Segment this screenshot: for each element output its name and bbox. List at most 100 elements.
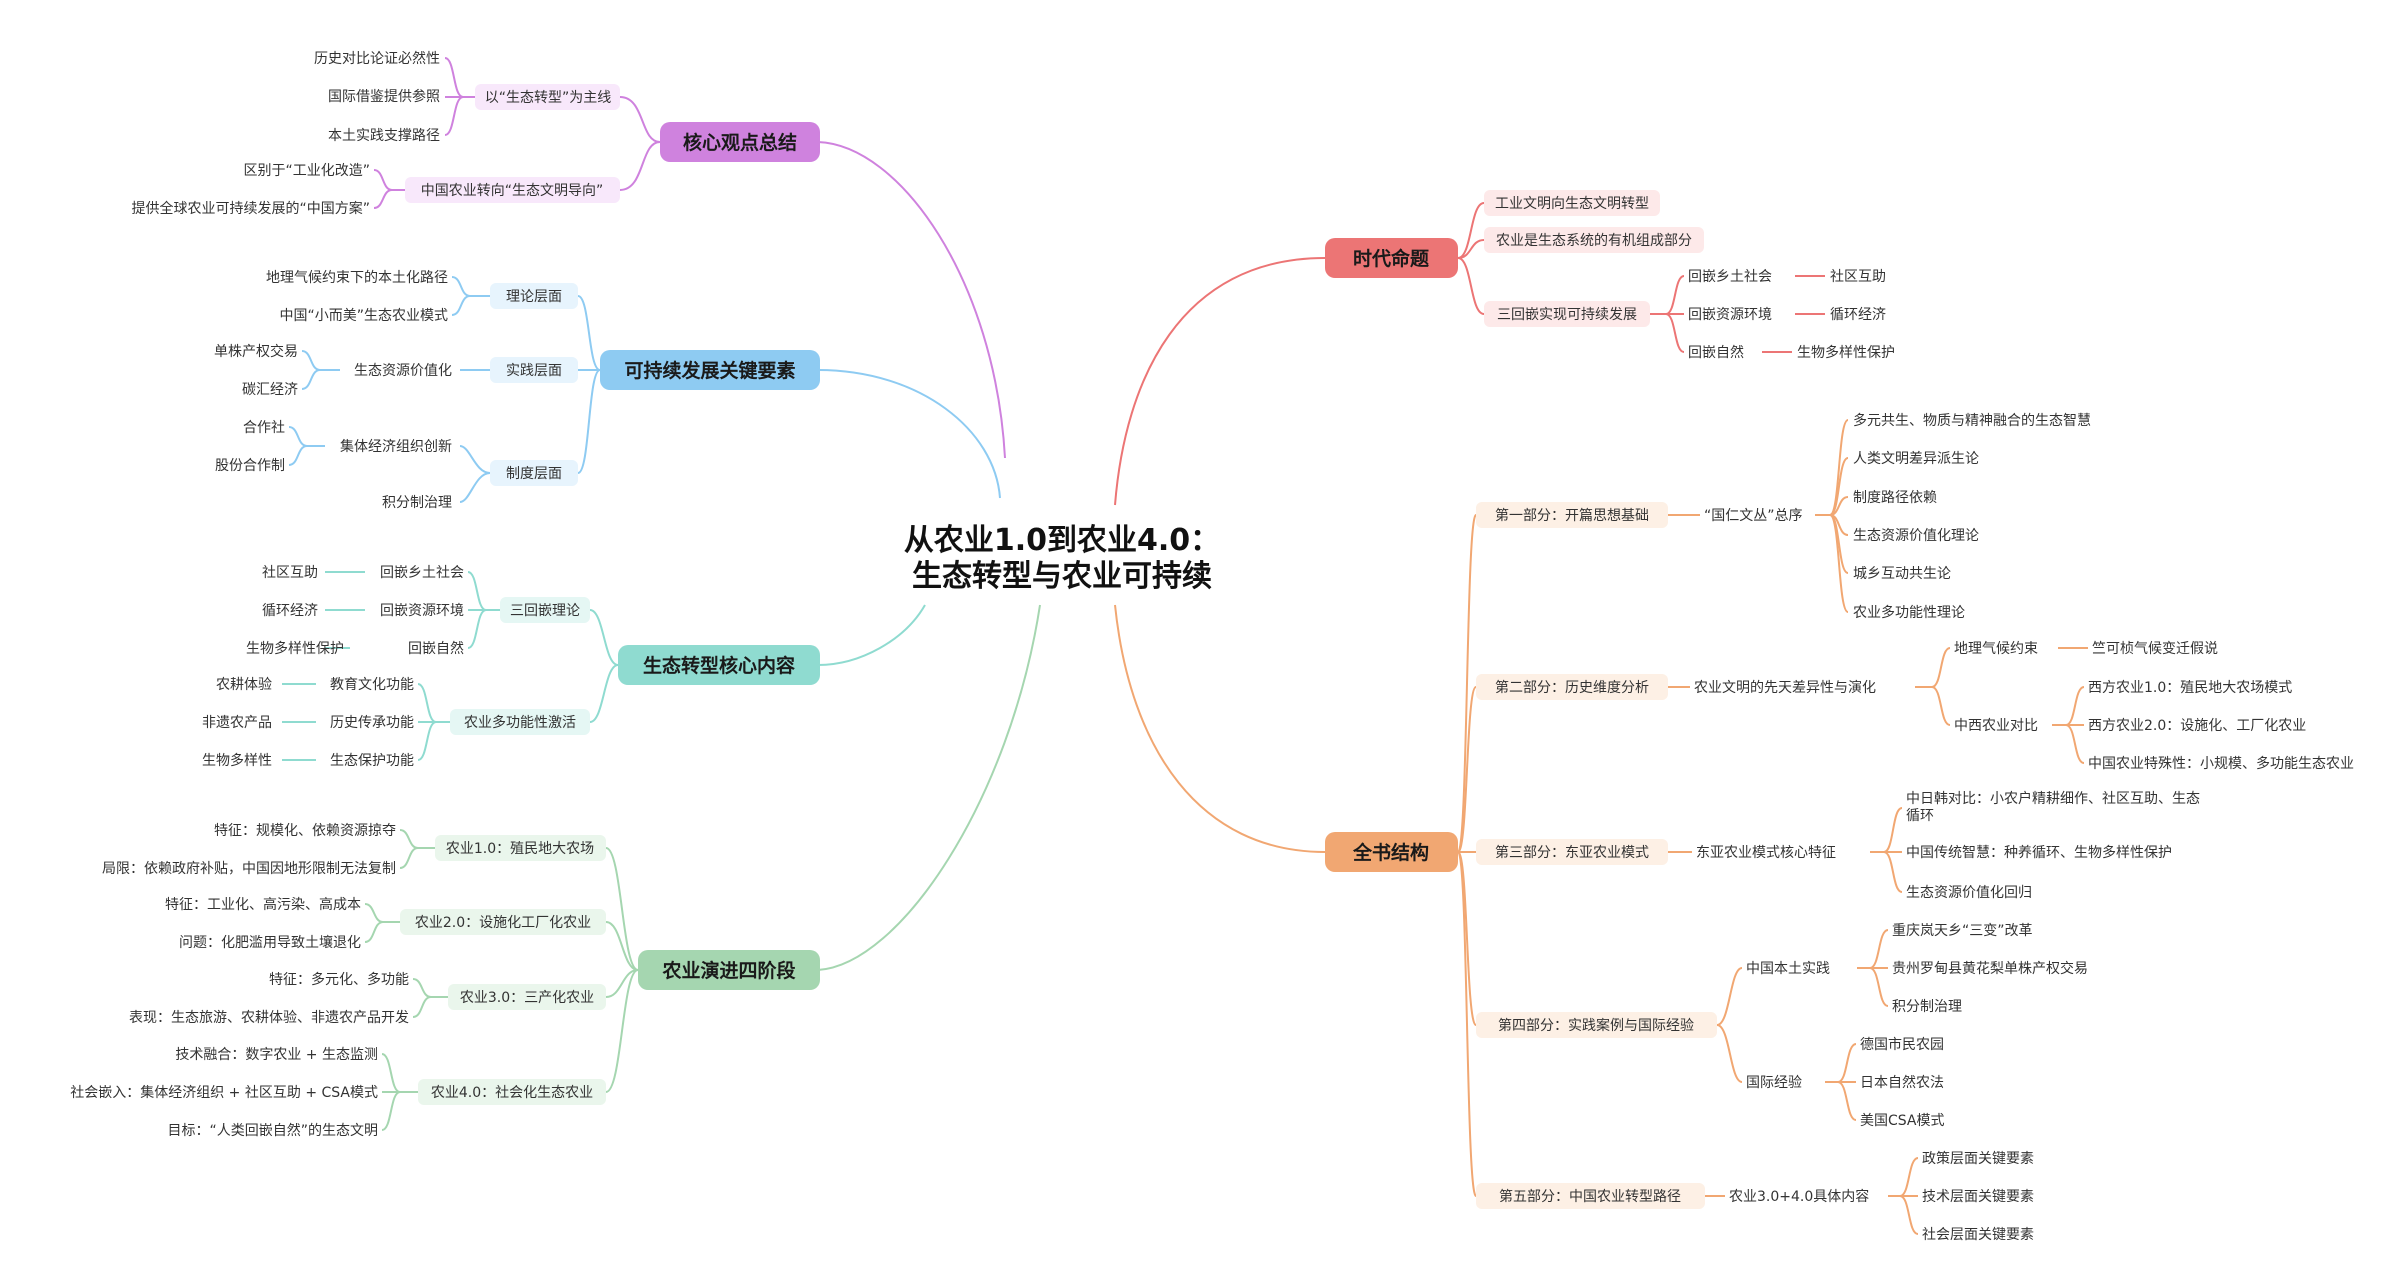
leaf[interactable]: 本土实践支撑路径 <box>328 128 440 144</box>
leaf[interactable]: 循环 <box>1906 808 1934 824</box>
leaf[interactable]: 提供全球农业可持续发展的“中国方案” <box>131 200 370 217</box>
main-topic-book-label: 全书结构 <box>1352 841 1429 864</box>
leaf[interactable]: 局限：依赖政府补贴，中国因地形限制无法复制 <box>102 860 396 877</box>
main-topic-ecocore[interactable]: 生态转型核心内容 <box>618 645 820 685</box>
leaf[interactable]: 积分制治理 <box>1892 999 1962 1015</box>
main-topic-stages[interactable]: 农业演进四阶段 <box>638 950 820 990</box>
leaf[interactable]: 历史对比论证必然性 <box>314 50 440 67</box>
leaf[interactable]: 单株产权交易 <box>214 343 298 360</box>
leaf[interactable]: 农业多功能性理论 <box>1853 604 1965 621</box>
topic-core-mainline[interactable]: 以“生态转型”为主线 <box>485 90 612 106</box>
leaf[interactable]: 积分制治理 <box>382 495 452 511</box>
leaf[interactable]: 教育文化功能 <box>330 677 414 693</box>
topic-part1[interactable]: 第一部分：开篇思想基础 <box>1495 507 1649 524</box>
leaf[interactable]: 循环经济 <box>262 603 318 619</box>
main-topic-book[interactable]: 全书结构 <box>1325 832 1458 872</box>
leaf[interactable]: 人类文明差异派生论 <box>1853 451 1979 467</box>
leaf[interactable]: 政策层面关键要素 <box>1922 1150 2034 1167</box>
main-topic-core[interactable]: 核心观点总结 <box>660 122 820 162</box>
leaf[interactable]: 西方农业2.0：设施化、工厂化农业 <box>2088 718 2306 734</box>
leaf[interactable]: 国际借鉴提供参照 <box>328 88 440 105</box>
leaf[interactable]: 德国市民农园 <box>1860 1036 1944 1053</box>
topic-part2-sub[interactable]: 农业文明的先天差异性与演化 <box>1694 680 1876 696</box>
topic-part2[interactable]: 第二部分：历史维度分析 <box>1495 679 1649 696</box>
leaf[interactable]: 城乡互动共生论 <box>1853 566 1951 582</box>
leaf[interactable]: 特征：规模化、依赖资源掠夺 <box>214 823 396 839</box>
leaf[interactable]: 生物多样性保护 <box>1797 344 1895 361</box>
topic-agri4[interactable]: 农业4.0：社会化生态农业 <box>431 1085 593 1101</box>
leaf[interactable]: 社会嵌入：集体经济组织 + 社区互助 + CSA模式 <box>70 1084 378 1101</box>
leaf[interactable]: 西方农业1.0：殖民地大农场模式 <box>2088 679 2292 696</box>
main-topic-sustain[interactable]: 可持续发展关键要素 <box>600 350 820 390</box>
topic-part3-sub[interactable]: 东亚农业模式核心特征 <box>1696 845 1836 861</box>
leaf[interactable]: 日本自然农法 <box>1860 1074 1944 1091</box>
leaf[interactable]: 社会层面关键要素 <box>1922 1227 2034 1243</box>
leaf[interactable]: 技术层面关键要素 <box>1922 1189 2034 1205</box>
leaf[interactable]: 循环经济 <box>1830 307 1886 323</box>
topic-part3[interactable]: 第三部分：东亚农业模式 <box>1495 844 1649 861</box>
leaf[interactable]: 生态资源价值化理论 <box>1853 528 1979 544</box>
leaf[interactable]: 特征：多元化、多功能 <box>269 971 409 988</box>
topic-agri2[interactable]: 农业2.0：设施化工厂化农业 <box>415 915 591 931</box>
leaf[interactable]: 地理气候约束下的本土化路径 <box>266 270 448 286</box>
topic-theory[interactable]: 理论层面 <box>506 289 562 305</box>
leaf[interactable]: 贵州罗甸县黄花梨单株产权交易 <box>1892 960 2088 977</box>
main-topic-core-label: 核心观点总结 <box>683 131 797 154</box>
topic-core-orientation[interactable]: 中国农业转向“生态文明导向” <box>421 183 604 199</box>
leaf[interactable]: 特征：工业化、高污染、高成本 <box>165 896 361 913</box>
leaf[interactable]: 农耕体验 <box>216 676 272 693</box>
topic-three-embed[interactable]: 三回嵌理论 <box>510 603 580 619</box>
leaf[interactable]: 表现：生态旅游、农耕体验、非遗农产品开发 <box>129 1009 409 1026</box>
leaf[interactable]: 区别于“工业化改造” <box>243 163 370 179</box>
leaf[interactable]: 技术融合：数字农业 + 生态监测 <box>175 1047 378 1063</box>
topic-era-transition[interactable]: 工业文明向生态文明转型 <box>1495 196 1649 212</box>
leaf[interactable]: 中国传统智慧：种养循环、生物多样性保护 <box>1906 844 2172 861</box>
topic-multifunction[interactable]: 农业多功能性激活 <box>464 714 576 731</box>
leaf[interactable]: 地理气候约束 <box>1954 641 2038 657</box>
leaf[interactable]: 竺可桢气候变迁假说 <box>2092 641 2218 657</box>
topic-era-ecosystem[interactable]: 农业是生态系统的有机组成部分 <box>1496 233 1692 249</box>
leaf[interactable]: 回嵌自然 <box>1688 344 1744 361</box>
leaf[interactable]: 多元共生、物质与精神融合的生态智慧 <box>1853 412 2091 429</box>
topic-collective-org[interactable]: 集体经济组织创新 <box>340 438 452 455</box>
leaf[interactable]: 中日韩对比：小农户精耕细作、社区互助、生态 <box>1906 790 2200 807</box>
leaf[interactable]: 生态保护功能 <box>330 753 414 769</box>
branch-era: 工业文明向生态文明转型 农业是生态系统的有机组成部分 三回嵌实现可持续发展 回嵌… <box>1484 190 1895 361</box>
topic-agri1[interactable]: 农业1.0：殖民地大农场 <box>446 840 594 857</box>
leaf[interactable]: 回嵌资源环境 <box>380 603 464 619</box>
leaf[interactable]: 目标：“人类回嵌自然”的生态文明 <box>167 1122 378 1139</box>
topic-intl-experience[interactable]: 国际经验 <box>1746 1075 1802 1091</box>
leaf[interactable]: 美国CSA模式 <box>1860 1113 1945 1129</box>
leaf[interactable]: 碳汇经济 <box>242 382 298 398</box>
leaf[interactable]: 生态资源价值化回归 <box>1906 884 2032 901</box>
leaf[interactable]: 生物多样性保护 <box>246 640 344 657</box>
topic-system[interactable]: 制度层面 <box>506 466 562 482</box>
leaf[interactable]: 回嵌资源环境 <box>1688 307 1772 323</box>
leaf[interactable]: 回嵌乡土社会 <box>1688 269 1772 285</box>
leaf[interactable]: 制度路径依赖 <box>1853 490 1937 506</box>
leaf[interactable]: 回嵌自然 <box>408 640 464 657</box>
leaf[interactable]: 非遗农产品 <box>202 715 272 731</box>
leaf[interactable]: 中国农业特殊性：小规模、多功能生态农业 <box>2088 755 2354 772</box>
leaf[interactable]: 合作社 <box>243 420 285 436</box>
leaf[interactable]: 股份合作制 <box>215 458 285 474</box>
topic-part5-sub[interactable]: 农业3.0+4.0具体内容 <box>1729 1188 1869 1205</box>
main-topic-era[interactable]: 时代命题 <box>1325 238 1458 278</box>
leaf[interactable]: 重庆岚天乡“三变”改革 <box>1892 923 2033 939</box>
topic-part1-preface[interactable]: “国仁文丛”总序 <box>1704 508 1803 524</box>
leaf[interactable]: 社区互助 <box>1830 269 1886 285</box>
leaf[interactable]: 回嵌乡土社会 <box>380 565 464 581</box>
topic-part4[interactable]: 第四部分：实践案例与国际经验 <box>1498 1017 1694 1034</box>
topic-local-practice[interactable]: 中国本土实践 <box>1746 961 1830 977</box>
topic-era-three-embed[interactable]: 三回嵌实现可持续发展 <box>1497 306 1637 323</box>
leaf[interactable]: 中国“小而美”生态农业模式 <box>279 308 448 324</box>
topic-practice[interactable]: 实践层面 <box>506 363 562 379</box>
topic-part5[interactable]: 第五部分：中国农业转型路径 <box>1499 1188 1681 1205</box>
leaf[interactable]: 中西农业对比 <box>1954 718 2038 734</box>
leaf[interactable]: 社区互助 <box>262 565 318 581</box>
leaf[interactable]: 问题：化肥滥用导致土壤退化 <box>179 934 361 951</box>
topic-agri3[interactable]: 农业3.0：三产化农业 <box>460 990 594 1006</box>
topic-resource-value[interactable]: 生态资源价值化 <box>354 363 452 379</box>
leaf[interactable]: 历史传承功能 <box>330 715 414 731</box>
leaf[interactable]: 生物多样性 <box>202 752 272 769</box>
